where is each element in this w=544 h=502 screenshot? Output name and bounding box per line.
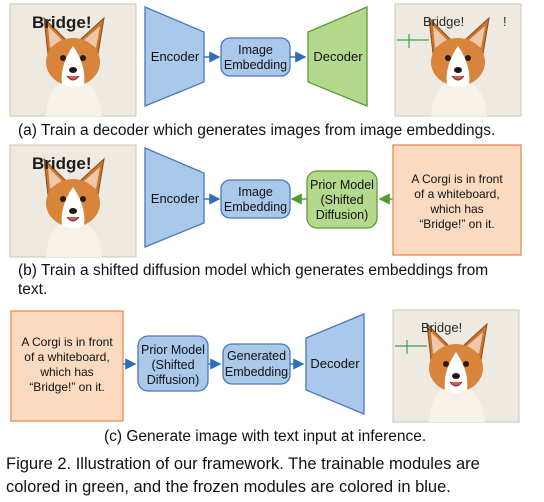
corgi-input-image: Bridge! <box>9 144 137 258</box>
panel-b-caption-line: text. <box>18 281 47 298</box>
decoder-block <box>305 313 365 415</box>
prior-label-line: Prior Model <box>141 343 205 357</box>
embedding-label-line: Image <box>238 43 273 57</box>
prior-label-line: (Shifted <box>320 193 363 207</box>
text-prompt-box <box>10 310 124 422</box>
whiteboard-text: Bridge! <box>32 154 92 173</box>
decoder-label: Decoder <box>313 49 363 64</box>
panel-b-caption-line: (b) Train a shifted diffusion model whic… <box>18 262 488 279</box>
figure-caption-line: Figure 2. Illustration of our framework.… <box>6 455 480 473</box>
prior-label-line: Prior Model <box>310 178 374 192</box>
prompt-line: “Bridge!” on it. <box>419 217 494 231</box>
whiteboard-text: Bridge! <box>421 320 462 335</box>
decoder-block <box>307 6 368 107</box>
corgi-output-image: Bridge! ! <box>394 3 522 117</box>
embedding-label-line: Image <box>238 185 273 199</box>
figure-caption-line: colored in green, and the frozen modules… <box>6 478 451 496</box>
decoder-label: Decoder <box>310 356 360 371</box>
prior-label-line: Diffusion) <box>147 373 200 387</box>
panel-c: A Corgi is in front of a whiteboard, whi… <box>10 309 520 423</box>
corgi-output-image: Bridge! <box>392 309 520 423</box>
image-embedding-block <box>220 179 291 219</box>
text-prompt-box <box>392 144 522 256</box>
embedding-label-line: Embedding <box>224 58 287 72</box>
prompt-line: which has <box>429 202 483 216</box>
prompt-line: which has <box>39 365 93 379</box>
encoder-label: Encoder <box>151 191 200 206</box>
panel-c-caption: (c) Generate image with text input at in… <box>104 428 426 445</box>
embedding-label-line: Generated <box>227 349 286 363</box>
encoder-label: Encoder <box>151 49 200 64</box>
encoder-block <box>144 147 205 248</box>
whiteboard-mark: ! <box>503 14 507 29</box>
corgi-input-image: Bridge! <box>9 3 137 117</box>
whiteboard-text: Bridge! <box>32 13 92 32</box>
prompt-line: of a whiteboard, <box>414 187 499 201</box>
prompt-line: A Corgi is in front <box>411 172 503 186</box>
prompt-line: of a whiteboard, <box>24 350 109 364</box>
prior-label-line: Diffusion) <box>316 208 369 222</box>
embedding-label-line: Embedding <box>225 365 288 379</box>
panel-a-caption: (a) Train a decoder which generates imag… <box>18 122 495 139</box>
prompt-line: “Bridge!” on it. <box>29 380 104 394</box>
panel-a: Bridge! Encoder Image Embedding Decoder … <box>9 3 522 117</box>
prompt-line: A Corgi is in front <box>21 335 113 349</box>
panel-b: Bridge! Encoder Image Embedding Prior Mo… <box>9 144 522 258</box>
prior-model-block <box>306 170 378 229</box>
prior-label-line: (Shifted <box>151 358 194 372</box>
embedding-label-line: Embedding <box>224 200 287 214</box>
encoder-block <box>144 6 205 107</box>
whiteboard-text: Bridge! <box>423 14 464 29</box>
